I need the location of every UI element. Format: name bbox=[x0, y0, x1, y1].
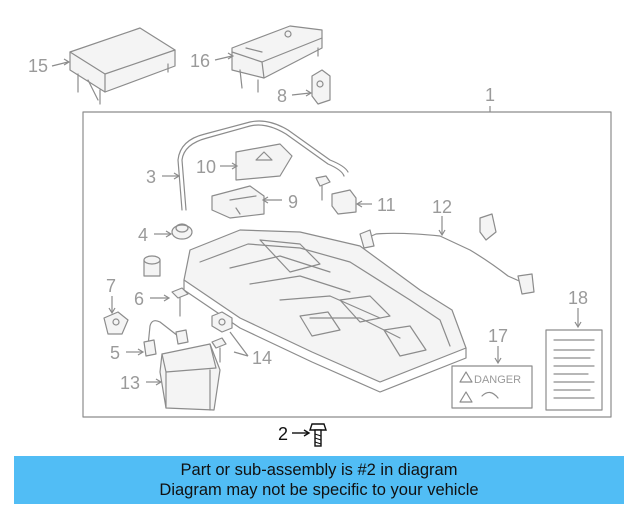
callout-14: 14 bbox=[252, 348, 272, 368]
callout-3: 3 bbox=[146, 167, 156, 187]
part-11-connector bbox=[331, 189, 357, 215]
danger-label-text: DANGER bbox=[474, 374, 521, 386]
part-18-info-label bbox=[545, 329, 603, 411]
callout-18: 18 bbox=[568, 288, 588, 308]
info-banner: Part or sub-assembly is #2 in diagram Di… bbox=[14, 456, 624, 504]
cylinder-part bbox=[143, 255, 161, 277]
banner-line-1: Part or sub-assembly is #2 in diagram bbox=[180, 461, 458, 479]
callout-16: 16 bbox=[190, 51, 210, 71]
part-6-bolt bbox=[171, 287, 189, 317]
part-2-bolt bbox=[309, 423, 327, 447]
callout-12: 12 bbox=[432, 197, 452, 217]
part-5-sensor bbox=[143, 320, 189, 357]
callout-16-leader bbox=[214, 55, 233, 61]
callout-7: 7 bbox=[106, 276, 116, 296]
callout-1: 1 bbox=[485, 85, 495, 105]
callout-15-leader bbox=[51, 61, 69, 67]
bolt-part bbox=[315, 175, 331, 201]
callout-2: 2 bbox=[278, 424, 288, 444]
callout-10: 10 bbox=[196, 157, 216, 177]
part-16-cover bbox=[231, 25, 323, 93]
parts-diagram: 1 15 16 8 3 10 bbox=[28, 25, 612, 447]
part-14-bolt bbox=[211, 337, 227, 363]
callout-5: 5 bbox=[110, 343, 120, 363]
part-17-danger-label: DANGER bbox=[451, 365, 533, 409]
part-4-grommet bbox=[171, 223, 193, 240]
callout-9: 9 bbox=[288, 192, 298, 212]
callout-8-leader bbox=[291, 92, 311, 96]
callout-14-leader bbox=[229, 331, 249, 357]
part-15-cover bbox=[69, 27, 176, 105]
part-3-hose bbox=[177, 120, 349, 211]
main-tray-assembly bbox=[183, 229, 467, 393]
nut-part bbox=[211, 311, 233, 333]
callout-6: 6 bbox=[134, 289, 144, 309]
banner-line-2: Diagram may not be specific to your vehi… bbox=[159, 481, 479, 499]
callout-11: 11 bbox=[377, 195, 396, 215]
assembly-frame bbox=[82, 111, 612, 418]
callout-17: 17 bbox=[488, 326, 508, 346]
callout-8: 8 bbox=[277, 86, 287, 106]
callout-15: 15 bbox=[28, 56, 48, 76]
valve-part bbox=[479, 213, 497, 241]
part-8-bracket bbox=[311, 69, 331, 105]
part-10-module bbox=[235, 143, 293, 181]
part-13-module bbox=[159, 343, 221, 411]
part-12-cable bbox=[359, 229, 535, 295]
callout-4: 4 bbox=[138, 225, 148, 245]
callout-13: 13 bbox=[120, 373, 140, 393]
part-7-clip bbox=[103, 311, 129, 335]
part-9-tray bbox=[211, 185, 265, 219]
